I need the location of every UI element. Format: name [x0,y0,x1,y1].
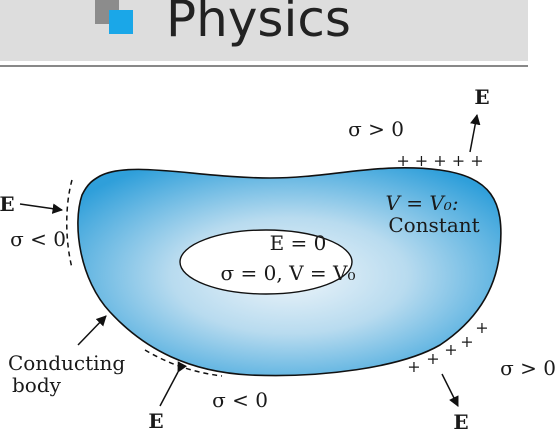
svg-text:+: + [460,332,473,351]
sigma-positive-bottom: σ > 0 [500,356,556,380]
svg-text:+: + [407,357,420,376]
plus-charges-top: + + + + + [396,151,483,170]
sigma-positive-top: σ > 0 [348,117,404,141]
field-label-left: E [0,192,15,216]
field-arrow-top-right [469,113,481,153]
header-bar [0,0,528,61]
inner-cavity [179,229,353,295]
inner-potential-label: σ = 0, V = V₀ [221,261,356,285]
surface-potential-label: V = V₀: [385,191,458,215]
plus-charges-bottom: + + + + + [407,318,488,376]
field-label-bottom-right: E [453,410,468,434]
conducting-body-label-2: body [12,373,62,397]
sigma-negative-bottom: σ < 0 [212,388,268,412]
blue-square-icon [109,10,133,34]
svg-text:+: + [426,349,439,368]
field-label-top-right: E [474,85,489,109]
sigma-negative-left: σ < 0 [10,227,66,251]
svg-text:+: + [444,340,457,359]
constant-label: Constant [388,213,479,237]
conducting-body-label-1: Conducting [8,351,125,375]
negative-charge-dashes-left [66,179,73,269]
field-arrow-bottom-left [159,361,188,407]
svg-text:+: + [475,318,488,337]
field-arrow-bottom-right [441,373,459,407]
header-rule [0,65,528,67]
field-label-bottom-left: E [148,409,163,433]
field-arrow-left [19,203,64,214]
inner-field-label: E = 0 [270,231,327,255]
body-pointer-arrow [77,315,107,346]
page-title: Physics [166,0,351,48]
